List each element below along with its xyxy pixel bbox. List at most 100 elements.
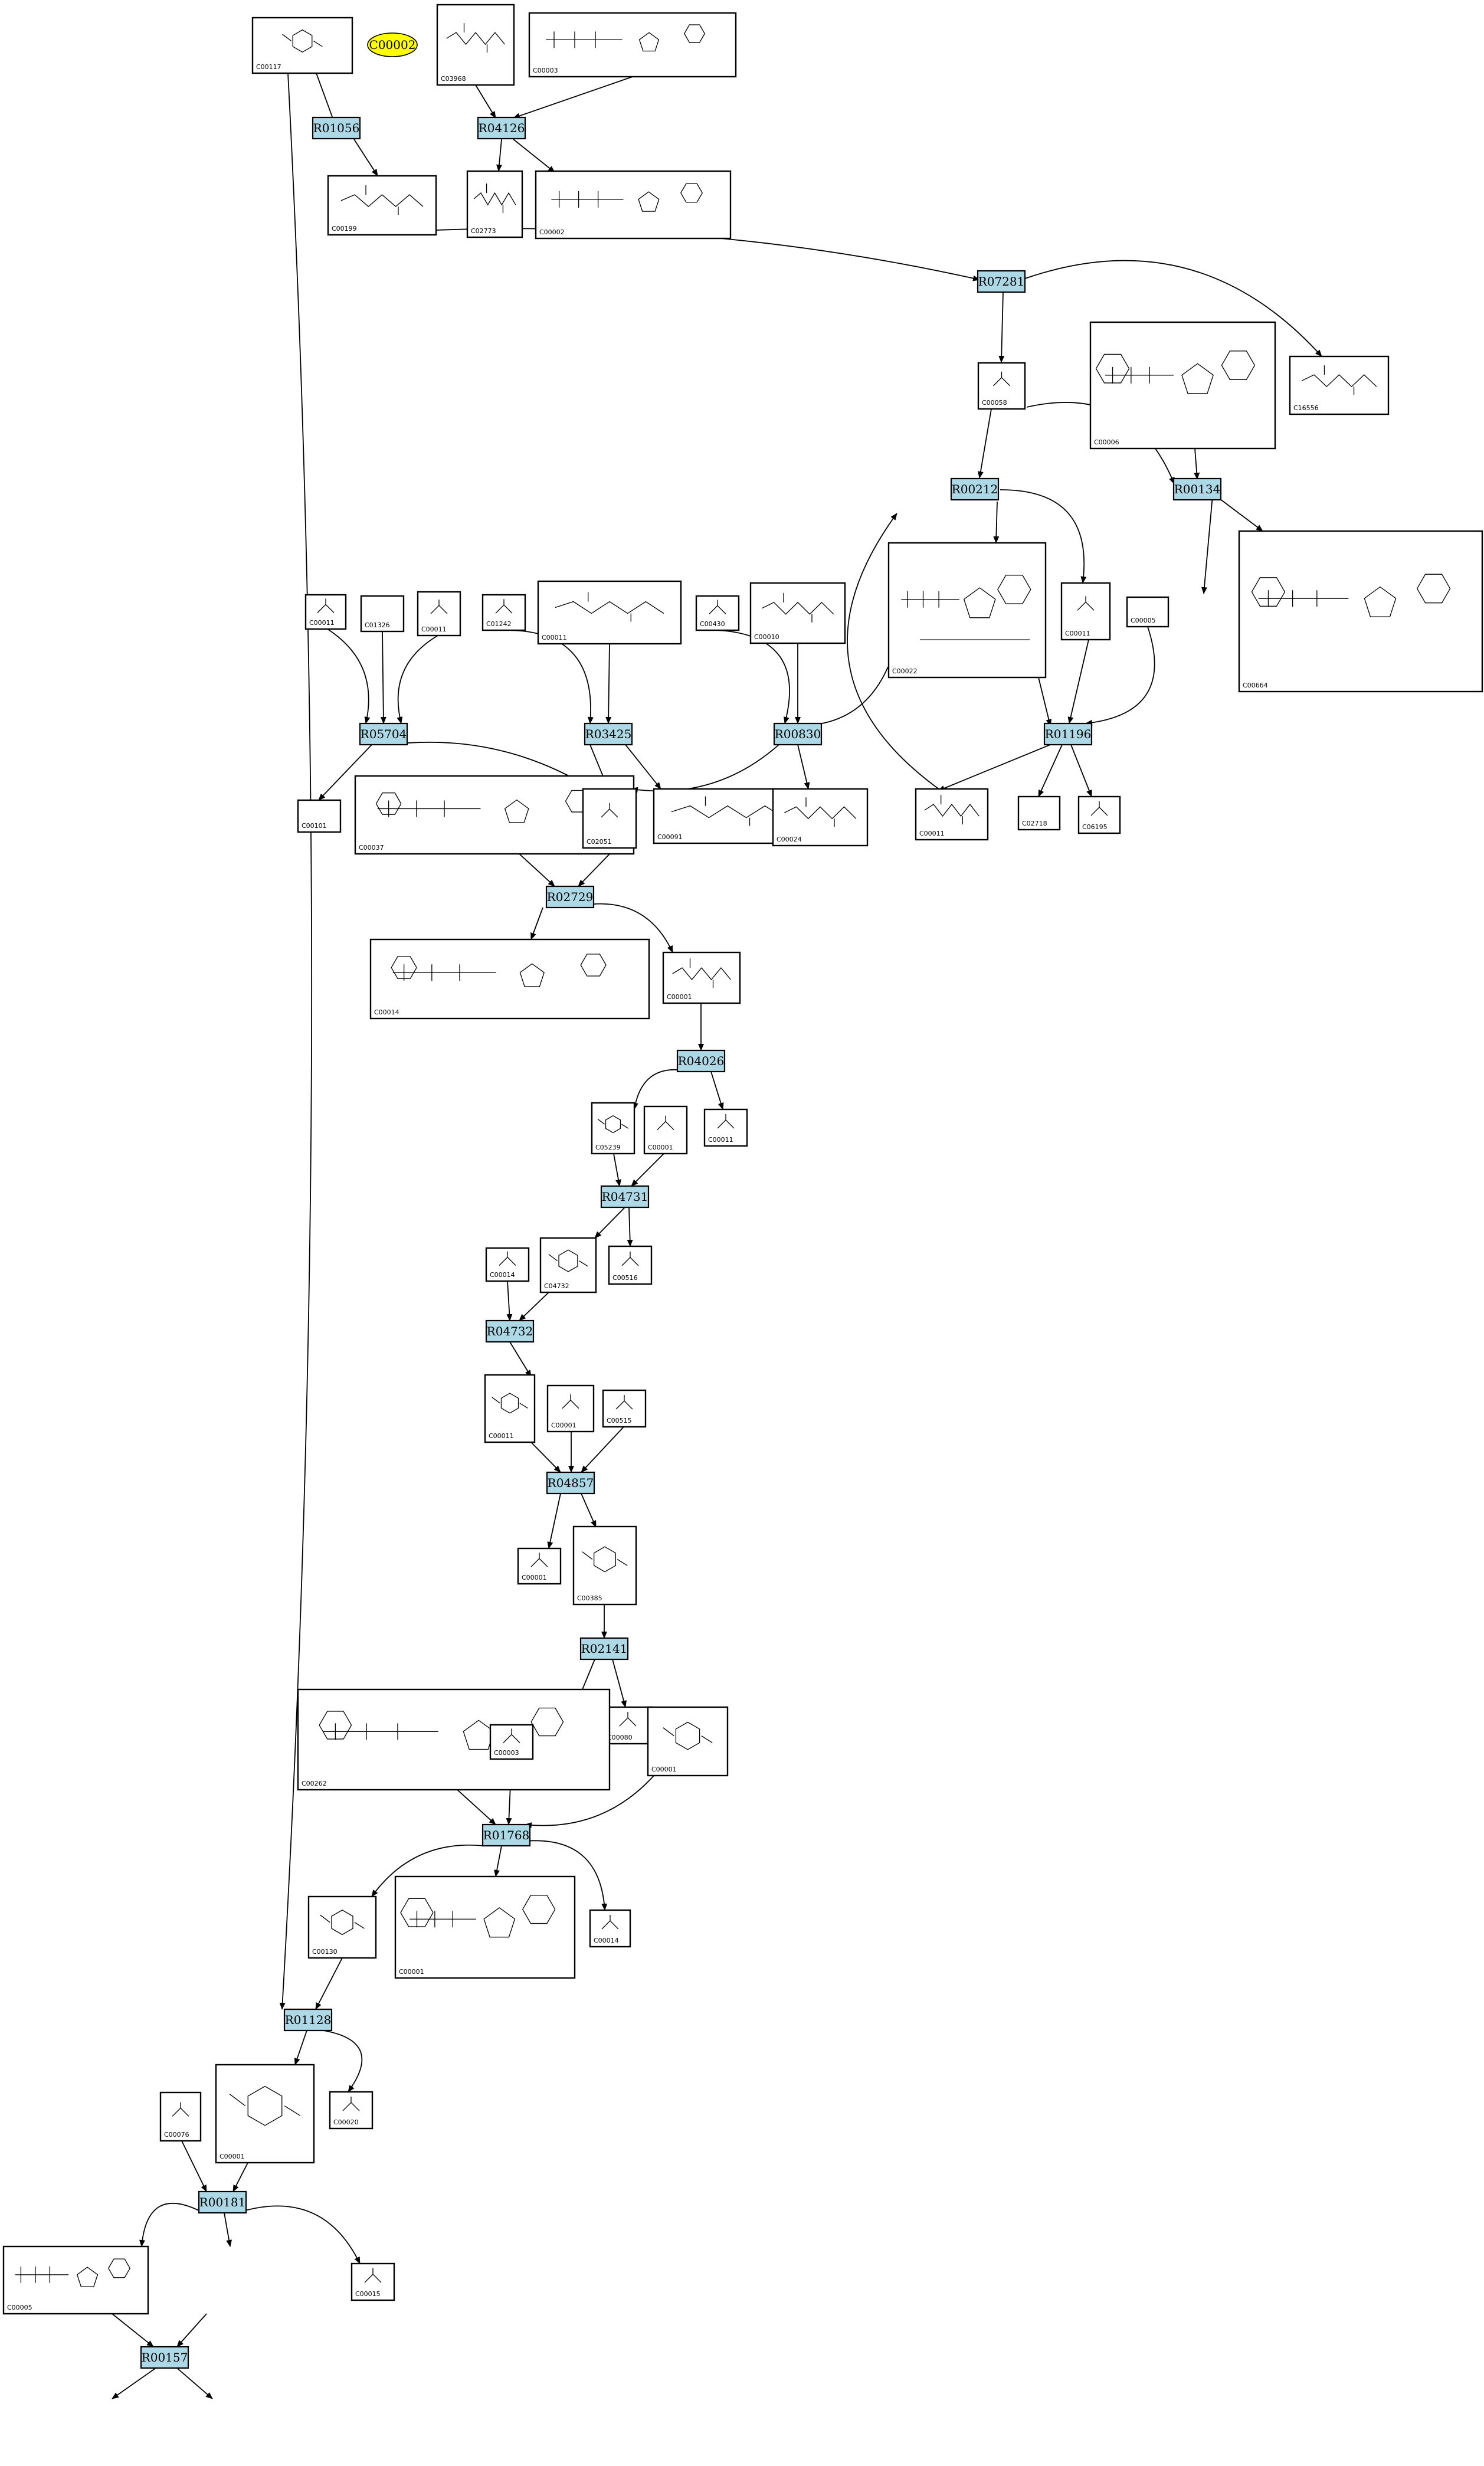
compound-node[interactable]: C00516 — [608, 1245, 653, 1285]
reaction-edge — [581, 1493, 597, 1528]
compound-node[interactable]: C00001 — [517, 1547, 562, 1585]
compound-node[interactable]: C00430 — [695, 595, 740, 631]
reaction-node[interactable]: R02141 — [579, 1637, 629, 1661]
reaction-node[interactable]: R04731 — [600, 1185, 650, 1209]
compound-node[interactable]: C00262 — [297, 1688, 611, 1791]
compound-node[interactable]: C03968 — [436, 4, 515, 86]
reaction-edge — [631, 744, 779, 793]
compound-node[interactable]: C00020 — [329, 2091, 374, 2130]
reaction-edge — [494, 1845, 502, 1877]
compound-node[interactable]: C00001 — [215, 2064, 315, 2164]
compound-node[interactable]: C00002 — [535, 170, 732, 240]
compound-node[interactable]: C00058 — [977, 362, 1026, 410]
compound-node[interactable]: C00011 — [537, 580, 682, 645]
reaction-id: R04857 — [548, 1476, 594, 1490]
compound-node[interactable]: C00117 — [251, 17, 353, 74]
compound-node[interactable]: C00385 — [572, 1525, 637, 1606]
compound-id: C00022 — [892, 667, 918, 675]
compound-node[interactable]: C00011 — [1060, 582, 1111, 641]
highlighted-compound-label: C00002 — [369, 38, 416, 52]
compound-node[interactable]: C00011 — [915, 788, 989, 841]
reaction-id: R00181 — [199, 2195, 246, 2209]
compound-node[interactable]: C01326 — [360, 595, 405, 633]
reaction-edge — [318, 744, 372, 801]
highlighted-compound[interactable]: C00002 — [367, 32, 418, 57]
compound-node[interactable]: C00130 — [307, 1895, 377, 1959]
compound-node[interactable]: C00011 — [703, 1108, 748, 1147]
compound-id: C00010 — [754, 633, 779, 641]
compound-node[interactable]: C00003 — [489, 1724, 534, 1760]
compound-id: C00011 — [919, 830, 945, 837]
compound-node[interactable]: C00515 — [602, 1389, 647, 1428]
compound-node[interactable]: C00076 — [159, 2091, 202, 2142]
reaction-node[interactable]: R00830 — [773, 722, 823, 746]
compound-node[interactable]: C02051 — [582, 788, 637, 849]
compound-node[interactable]: C00005 — [2, 2245, 149, 2315]
compound-node[interactable]: C06195 — [1077, 795, 1121, 834]
compound-node[interactable]: C00014 — [369, 938, 650, 1020]
compound-node[interactable]: C01242 — [481, 594, 526, 631]
reaction-edge — [1215, 495, 1263, 532]
compound-node[interactable]: C04732 — [539, 1237, 597, 1293]
reaction-node[interactable]: R01056 — [312, 116, 361, 140]
compound-node[interactable]: C00024 — [772, 788, 869, 847]
molecule-sketch — [663, 1721, 713, 1750]
compound-node[interactable]: C00014 — [485, 1247, 530, 1282]
reaction-box — [600, 1185, 650, 1209]
reaction-node[interactable]: R00212 — [950, 477, 1000, 501]
reaction-node[interactable]: R00157 — [140, 2346, 189, 2369]
reaction-node[interactable]: R04126 — [477, 116, 526, 140]
compound-node[interactable]: C00664 — [1238, 530, 1483, 693]
reaction-node[interactable]: R04732 — [485, 1319, 535, 1343]
reaction-node[interactable]: R00181 — [198, 2190, 247, 2214]
reaction-id: R04732 — [487, 1324, 533, 1338]
compound-id: C03968 — [441, 75, 466, 83]
compound-box — [1017, 795, 1061, 831]
compound-node[interactable]: C00011 — [417, 591, 461, 637]
compound-box — [662, 951, 741, 1004]
reaction-edge — [519, 1292, 549, 1321]
compound-node[interactable]: C00011 — [304, 594, 347, 630]
compound-node[interactable]: C00080 — [602, 1706, 653, 1745]
compound-node[interactable]: C00006 — [1089, 321, 1276, 450]
reaction-node[interactable]: R07281 — [977, 270, 1026, 293]
reaction-node[interactable]: R04857 — [546, 1471, 595, 1495]
compound-node[interactable]: C05239 — [591, 1102, 635, 1155]
compound-box — [2, 2245, 149, 2315]
compound-node[interactable]: C00022 — [887, 542, 1047, 679]
reaction-box — [584, 722, 633, 746]
reaction-box — [283, 2008, 333, 2032]
compound-box — [215, 2064, 315, 2164]
compound-node[interactable]: C16556 — [1289, 355, 1390, 415]
reaction-node[interactable]: R00134 — [1172, 477, 1222, 501]
compound-box — [772, 788, 869, 847]
compound-node[interactable]: C02773 — [466, 170, 523, 238]
reaction-node[interactable]: R05704 — [359, 722, 408, 746]
compound-node[interactable]: C00014 — [589, 1909, 631, 1948]
compound-node[interactable]: C00001 — [647, 1706, 729, 1777]
compound-node[interactable]: C00005 — [1126, 596, 1169, 628]
compound-id: C00430 — [700, 620, 725, 628]
compound-node[interactable]: C00001 — [662, 951, 741, 1004]
reaction-edge — [797, 666, 889, 729]
compound-node[interactable]: C00011 — [484, 1374, 536, 1443]
compound-id: C16556 — [1293, 404, 1319, 412]
reaction-edge — [938, 744, 1051, 791]
compound-node[interactable]: C00199 — [327, 175, 437, 236]
reaction-node[interactable]: R03425 — [584, 722, 633, 746]
compound-node[interactable]: C00001 — [643, 1105, 688, 1155]
compound-node[interactable]: C00101 — [297, 799, 342, 833]
compound-node[interactable]: C00003 — [528, 12, 737, 78]
reaction-box — [1043, 722, 1093, 746]
compound-node[interactable]: C00010 — [749, 582, 846, 644]
reaction-node[interactable]: R01128 — [283, 2008, 333, 2032]
reaction-node[interactable]: R01768 — [481, 1823, 531, 1847]
compound-node[interactable]: C00001 — [546, 1384, 595, 1433]
compound-node[interactable]: C00001 — [394, 1875, 576, 1979]
compound-node[interactable]: C00015 — [350, 2262, 395, 2301]
reaction-node[interactable]: R01196 — [1043, 722, 1093, 746]
compound-id: C00011 — [421, 625, 447, 633]
compound-node[interactable]: C02718 — [1017, 795, 1061, 831]
reaction-node[interactable]: R02729 — [545, 885, 595, 909]
reaction-node[interactable]: R04026 — [676, 1049, 726, 1073]
